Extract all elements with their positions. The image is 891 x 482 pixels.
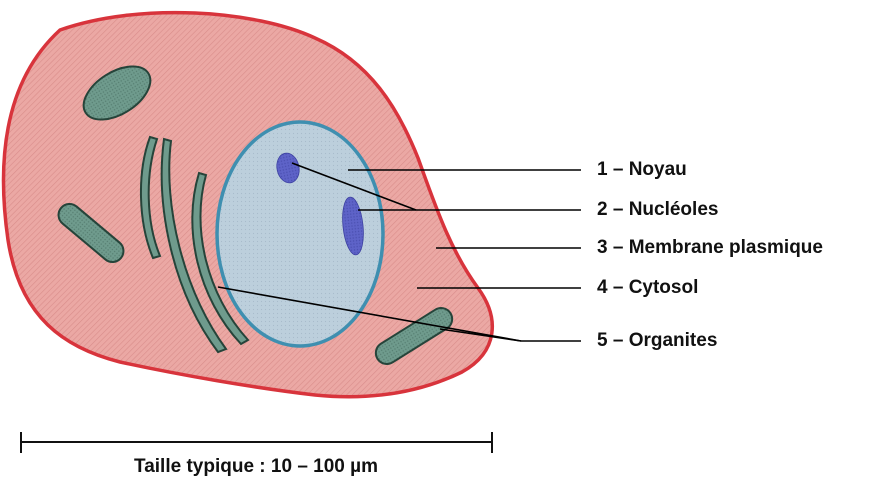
scale-bar — [21, 432, 492, 453]
scale-caption: Taille typique : 10 – 100 µm — [0, 457, 512, 476]
label-plasma-membrane: 3 – Membrane plasmique — [597, 238, 823, 257]
label-organelles: 5 – Organites — [597, 331, 717, 350]
label-nucleus: 1 – Noyau — [597, 160, 687, 179]
label-nucleoli: 2 – Nucléoles — [597, 200, 718, 219]
label-cytosol: 4 – Cytosol — [597, 278, 698, 297]
